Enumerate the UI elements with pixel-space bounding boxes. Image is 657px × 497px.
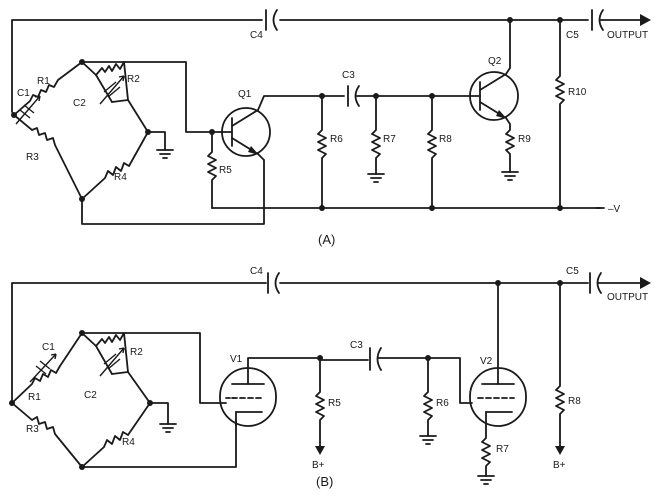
label-c4-a: C4 <box>250 30 263 41</box>
output-arrow-b-icon <box>640 277 651 289</box>
label-bplus-2: B+ <box>553 460 566 471</box>
ground-r7-a-icon <box>367 173 385 183</box>
label-supply-a: –V <box>608 204 621 215</box>
ground-bridge-b-icon <box>159 423 177 433</box>
label-c4-b: C4 <box>250 266 263 277</box>
label-r5-b: R5 <box>328 398 341 409</box>
label-r6-b: R6 <box>436 398 449 409</box>
circuit-b <box>9 272 651 485</box>
caption-b: (B) <box>316 474 333 489</box>
ground-r6-b-icon <box>419 435 437 445</box>
label-r5-a: R5 <box>219 165 232 176</box>
label-c3-b: C3 <box>350 340 363 351</box>
label-r4-a: R4 <box>114 172 127 183</box>
output-arrow-a-icon <box>640 14 651 26</box>
label-v2: V2 <box>480 356 493 367</box>
transistor-q1 <box>219 107 271 157</box>
ground-r9-a-icon <box>501 171 519 181</box>
label-c3-a: C3 <box>342 70 355 81</box>
label-r2-a: R2 <box>127 74 140 85</box>
wien-bridge-a <box>11 59 151 202</box>
label-c1-a: C1 <box>17 88 30 99</box>
label-r3-a: R3 <box>26 152 39 163</box>
ground-r7-b-icon <box>477 475 495 485</box>
label-r8-b: R8 <box>568 396 581 407</box>
label-q2: Q2 <box>488 56 502 67</box>
label-r9-a: R9 <box>518 134 531 145</box>
label-v1: V1 <box>230 354 243 365</box>
label-r8-a: R8 <box>439 134 452 145</box>
label-r1-a: R1 <box>37 76 50 87</box>
label-c5-b: C5 <box>566 266 579 277</box>
label-r6-a: R6 <box>330 134 343 145</box>
label-r4-b: R4 <box>122 437 135 448</box>
label-c2-b: C2 <box>84 390 97 401</box>
label-r10-a: R10 <box>568 87 587 98</box>
caption-a: (A) <box>318 232 335 247</box>
label-bplus-1: B+ <box>312 460 325 471</box>
label-r1-b: R1 <box>28 392 41 403</box>
capacitor-c4-b <box>267 272 280 294</box>
tube-v1 <box>219 367 277 427</box>
label-c1-b: C1 <box>42 342 55 353</box>
label-output-b: OUTPUT <box>607 292 648 303</box>
ground-bridge-a-icon <box>156 149 174 159</box>
capacitor-c3-b <box>369 347 382 371</box>
label-r7-a: R7 <box>383 134 396 145</box>
label-q1: Q1 <box>238 89 252 100</box>
label-r7-b: R7 <box>496 444 509 455</box>
wien-bridge-b <box>9 330 153 470</box>
label-c5-a: C5 <box>566 30 579 41</box>
circuit-a <box>11 9 651 225</box>
label-output-a: OUTPUT <box>607 30 648 41</box>
transistor-q2 <box>469 71 519 121</box>
label-c2-a: C2 <box>73 98 86 109</box>
capacitor-c4-a <box>265 9 278 31</box>
tube-v2 <box>469 367 527 427</box>
label-r3-b: R3 <box>26 424 39 435</box>
label-r2-b: R2 <box>130 347 143 358</box>
